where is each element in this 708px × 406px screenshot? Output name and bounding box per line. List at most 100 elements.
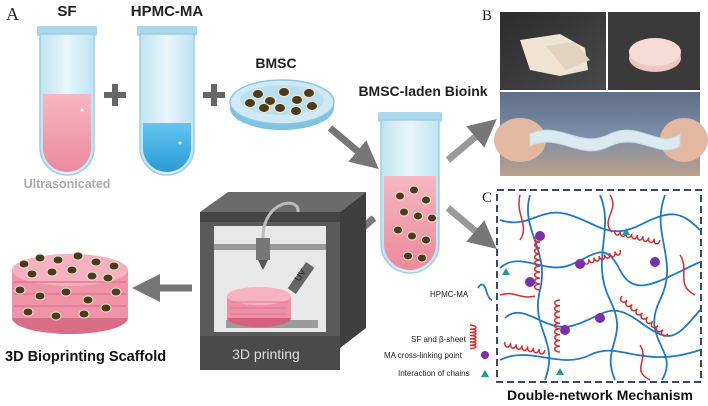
sf-coil	[577, 249, 622, 267]
panel-a-label: A	[6, 4, 19, 24]
arrow-icon	[445, 205, 497, 250]
plus-icon	[104, 84, 126, 106]
legend-hpmc-text: HPMC-MA	[430, 290, 469, 299]
arrow-icon	[327, 125, 379, 170]
cell-icon	[274, 103, 286, 113]
cell-icon	[244, 98, 256, 108]
legend-blue-wave-icon	[477, 283, 493, 301]
printed-construct	[227, 287, 291, 327]
sf-tube	[37, 26, 97, 176]
sf-coil	[554, 299, 561, 353]
legend: HPMC-MA SF and β-sheet MA cross-linking …	[384, 283, 493, 378]
cell-icon	[110, 287, 122, 297]
cell-icon	[417, 253, 427, 263]
cell-icon	[86, 271, 98, 281]
legend-crosslink-dot-icon	[481, 351, 489, 359]
interaction-triangle-icon	[556, 368, 564, 375]
hpmc-chain	[504, 309, 701, 337]
double-network	[499, 194, 701, 381]
cell-icon	[264, 96, 276, 106]
interaction-triangle-icon	[622, 228, 630, 235]
printing-label: 3D printing	[232, 346, 300, 362]
scaffold-label: 3D Bioprinting Scaffold	[5, 349, 166, 365]
sf-chain	[639, 344, 651, 381]
cell-icon	[72, 251, 84, 261]
legend-crosslink-text: MA cross-linking point	[384, 351, 463, 360]
bioink-label: BMSC-laden Bioink	[358, 83, 487, 99]
sf-chain	[607, 194, 614, 233]
cell-icon	[60, 287, 72, 297]
cell-icon	[427, 213, 437, 223]
hpmc-tube	[137, 26, 197, 176]
cell-icon	[258, 103, 270, 113]
printer-3d	[200, 192, 366, 370]
cell-icon	[22, 307, 34, 317]
cell-icon	[421, 235, 431, 245]
crosslink-dot-icon	[535, 231, 545, 241]
cell-icon	[18, 259, 30, 269]
sf-chain	[518, 194, 525, 241]
cell-icon	[78, 309, 90, 319]
crosslink-dot-icon	[575, 259, 585, 269]
cell-icon	[395, 191, 405, 201]
legend-sf-text: SF and β-sheet	[411, 335, 467, 344]
bmsc-label: BMSC	[255, 55, 296, 71]
legend-interaction-triangle-icon	[481, 370, 489, 377]
crosslink-dot-icon	[560, 325, 570, 335]
cell-icon	[26, 269, 38, 279]
cell-icon	[403, 251, 413, 261]
sf-coil	[614, 229, 661, 245]
mechanism-label: Double-network Mechanism	[507, 387, 693, 403]
cell-icon	[306, 101, 318, 111]
photo-gel-disc	[608, 12, 700, 90]
photo-twisted-gel	[494, 92, 708, 176]
interaction-triangle-icon	[502, 268, 510, 275]
crosslink-dot-icon	[525, 277, 535, 287]
scaffold-cells	[14, 251, 122, 321]
sf-chain	[499, 292, 536, 298]
cell-icon	[399, 207, 409, 217]
cell-icon	[82, 295, 94, 305]
cell-icon	[50, 311, 62, 321]
cell-icon	[66, 265, 78, 275]
panel-c-label: C	[482, 190, 492, 206]
bmsc-cells	[244, 87, 318, 116]
sf-coil	[504, 341, 546, 355]
cell-icon	[252, 89, 264, 99]
photo-gel-blocks	[500, 12, 606, 90]
sf-label: SF	[57, 3, 76, 20]
cell-icon	[90, 257, 102, 267]
panel-b-label: B	[482, 8, 492, 24]
cell-icon	[290, 106, 302, 116]
ultrasonicated-label: Ultrasonicated	[24, 177, 111, 191]
cell-icon	[278, 87, 290, 97]
cell-icon	[407, 231, 417, 241]
cell-icon	[46, 267, 58, 277]
bioink-cells	[393, 185, 437, 263]
hpmc-chain	[599, 194, 619, 381]
cell-icon	[34, 253, 46, 263]
cell-icon	[413, 211, 423, 221]
cell-icon	[393, 225, 403, 235]
cell-icon	[34, 291, 46, 301]
hpmc-chain	[499, 251, 701, 287]
cell-icon	[100, 303, 112, 313]
cell-icon	[291, 95, 303, 105]
legend-red-coil-icon	[469, 324, 477, 350]
cell-icon	[303, 88, 315, 98]
hpmc-label: HPMC-MA	[131, 3, 204, 20]
hpmc-chain	[499, 211, 701, 233]
cell-icon	[409, 185, 419, 195]
crosslink-dot-icon	[595, 313, 605, 323]
arrow-icon	[445, 118, 497, 163]
hpmc-chain	[653, 194, 669, 381]
crosslink-dot-icon	[650, 257, 660, 267]
plus-icon	[203, 84, 225, 106]
cell-icon	[108, 261, 120, 271]
cell-icon	[52, 255, 64, 265]
hpmc-chain	[499, 349, 701, 361]
cell-icon	[14, 285, 26, 295]
sf-coil	[619, 295, 669, 337]
sf-chain	[679, 254, 696, 296]
cell-icon	[102, 273, 114, 283]
